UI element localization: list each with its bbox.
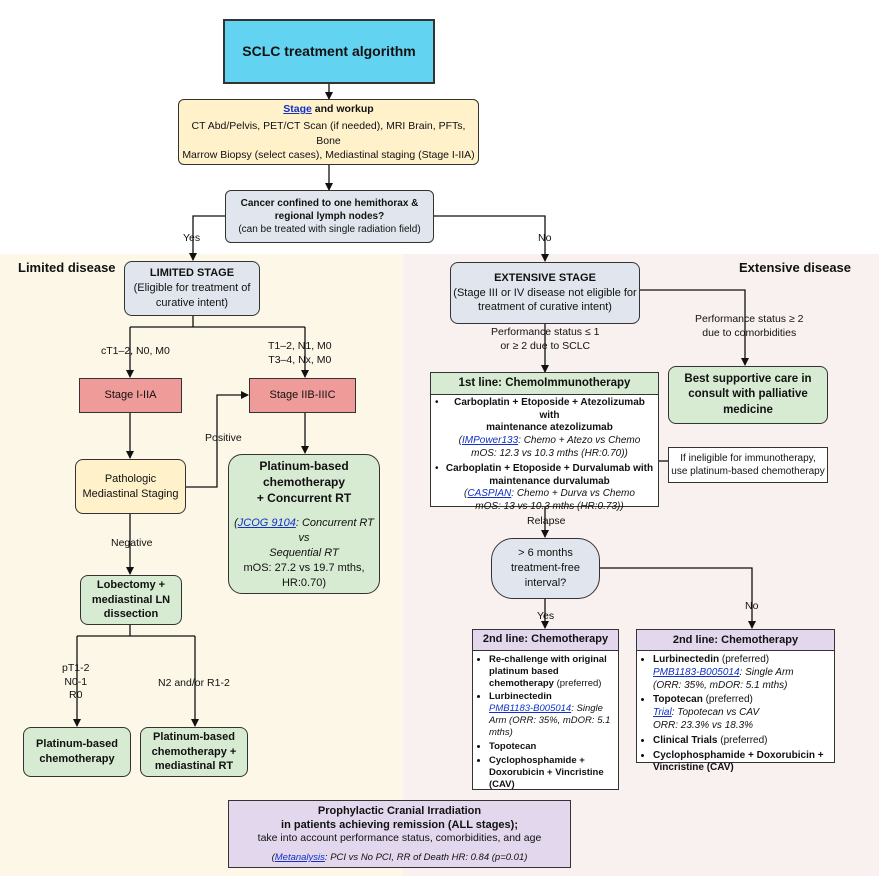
yes-label-2: Yes bbox=[537, 610, 555, 622]
lobectomy-box: Lobectomy + mediastinal LN dissection bbox=[80, 575, 182, 625]
no-label-2: No bbox=[745, 600, 759, 612]
no-label: No bbox=[538, 232, 552, 244]
best-supportive-care-box: Best supportive care in consult with pal… bbox=[668, 366, 828, 424]
stage-workup-box: Stage and workup CT Abd/Pelvis, PET/CT S… bbox=[178, 99, 479, 165]
ct-right-label: T1–2, N1, M0 T3–4, Nx, M0 bbox=[268, 340, 332, 366]
limited-stage-line-2: curative intent) bbox=[155, 296, 229, 309]
question-line-1: Cancer confined to one hemithorax & bbox=[240, 198, 419, 209]
second-right-item-1: Lurbinectedin (preferred) PMB1183-B00501… bbox=[653, 654, 830, 692]
stage-iib-iiic-box: Stage IIB-IIIC bbox=[249, 378, 356, 413]
workup-line-2: Marrow Biopsy (select cases), Mediastina… bbox=[182, 148, 475, 161]
confined-question-box: Cancer confined to one hemithorax & regi… bbox=[225, 190, 434, 243]
first-line-box: 1st line: ChemoImmunotherapy • Carboplat… bbox=[430, 372, 659, 512]
pmb1183-link-right[interactable]: PMB1183-B005014 bbox=[653, 666, 740, 678]
pt-label: pT1-2 N0-1 R0 bbox=[62, 662, 90, 702]
metanalysis-link[interactable]: Metanalysis bbox=[274, 851, 325, 863]
title-text: SCLC treatment algorithm bbox=[242, 43, 416, 60]
question-line-2: regional lymph nodes? bbox=[274, 211, 385, 222]
stage-link[interactable]: Stage bbox=[283, 103, 312, 116]
second-line-left-header: 2nd line: Chemotherapy bbox=[473, 630, 618, 651]
first-line-item-1: • Carboplatin + Etoposide + Atezolizumab… bbox=[435, 396, 645, 459]
relapse-label: Relapse bbox=[527, 515, 566, 527]
platinum-concurrent-rt-box: Platinum-based chemotherapy + Concurrent… bbox=[228, 454, 380, 594]
ineligible-note-box: If ineligible for immunotherapy, use pla… bbox=[668, 447, 828, 483]
yes-label: Yes bbox=[183, 232, 201, 244]
stage-heading: and workup bbox=[311, 103, 374, 116]
pci-box: Prophylactic Cranial Irradiation in pati… bbox=[228, 800, 571, 868]
second-line-right-header: 2nd line: Chemotherapy bbox=[637, 630, 834, 652]
second-right-item-2: Topotecan (preferred) Trial: Topotecan v… bbox=[653, 694, 830, 732]
limited-stage-box: LIMITED STAGE (Eligible for treatment of… bbox=[124, 261, 260, 316]
second-left-item-1: Re-challenge with original platinum base… bbox=[489, 654, 614, 690]
extensive-disease-label: Extensive disease bbox=[739, 260, 852, 275]
positive-label: Positive bbox=[205, 432, 242, 444]
ps-high-label: Performance status ≥ 2 due to comorbidit… bbox=[695, 313, 804, 339]
platinum-chemo-box: Platinum-based chemotherapy bbox=[23, 727, 131, 777]
first-line-header: 1st line: ChemoImmunotherapy bbox=[431, 373, 658, 395]
pmb1183-link-left[interactable]: PMB1183-B005014 bbox=[489, 703, 572, 715]
extensive-stage-title: EXTENSIVE STAGE bbox=[494, 271, 596, 284]
stage-i-iia-box: Stage I-IIA bbox=[79, 378, 182, 413]
workup-line-1: CT Abd/Pelvis, PET/CT Scan (if needed), … bbox=[191, 120, 466, 147]
n2-label: N2 and/or R1-2 bbox=[158, 677, 230, 689]
question-line-3: (can be treated with single radiation fi… bbox=[238, 224, 421, 235]
second-line-right-box: 2nd line: Chemotherapy Lurbinectedin (pr… bbox=[636, 629, 835, 773]
second-right-item-3: Clinical Trials (preferred) bbox=[653, 735, 830, 748]
title-box: SCLC treatment algorithm bbox=[223, 19, 435, 84]
limited-disease-label: Limited disease bbox=[18, 260, 116, 275]
second-left-item-3: Topotecan bbox=[489, 741, 614, 753]
trial-link[interactable]: Trial bbox=[653, 707, 672, 719]
limited-stage-title: LIMITED STAGE bbox=[149, 267, 235, 280]
second-left-item-4: Cyclophosphamide + Doxorubicin + Vincris… bbox=[489, 755, 614, 791]
limited-stage-line-1: (Eligible for treatment of bbox=[133, 282, 251, 295]
treatment-free-interval-box: > 6 months treatment-free interval? bbox=[491, 538, 600, 599]
platinum-mediastinal-rt-box: Platinum-based chemotherapy + mediastina… bbox=[140, 727, 248, 777]
second-right-item-4: Cyclophosphamide + Doxorubicin + Vincris… bbox=[653, 750, 830, 776]
first-line-item-2: • Carboplatin + Etoposide + Durvalumab w… bbox=[435, 462, 654, 513]
jcog-link[interactable]: JCOG 9104 bbox=[237, 517, 296, 530]
impower133-link[interactable]: IMPower133 bbox=[462, 435, 519, 447]
ps-low-label: Performance status ≤ 1 or ≥ 2 due to SCL… bbox=[491, 326, 600, 352]
pathologic-staging-box: Pathologic Mediastinal Staging bbox=[75, 459, 186, 514]
negative-label: Negative bbox=[111, 537, 153, 549]
extensive-stage-box: EXTENSIVE STAGE (Stage III or IV disease… bbox=[450, 262, 640, 324]
ct-left-label: cT1–2, N0, M0 bbox=[101, 345, 170, 357]
second-line-left-box: 2nd line: Chemotherapy Re-challenge with… bbox=[472, 629, 619, 790]
caspian-link[interactable]: CASPIAN bbox=[467, 488, 512, 500]
